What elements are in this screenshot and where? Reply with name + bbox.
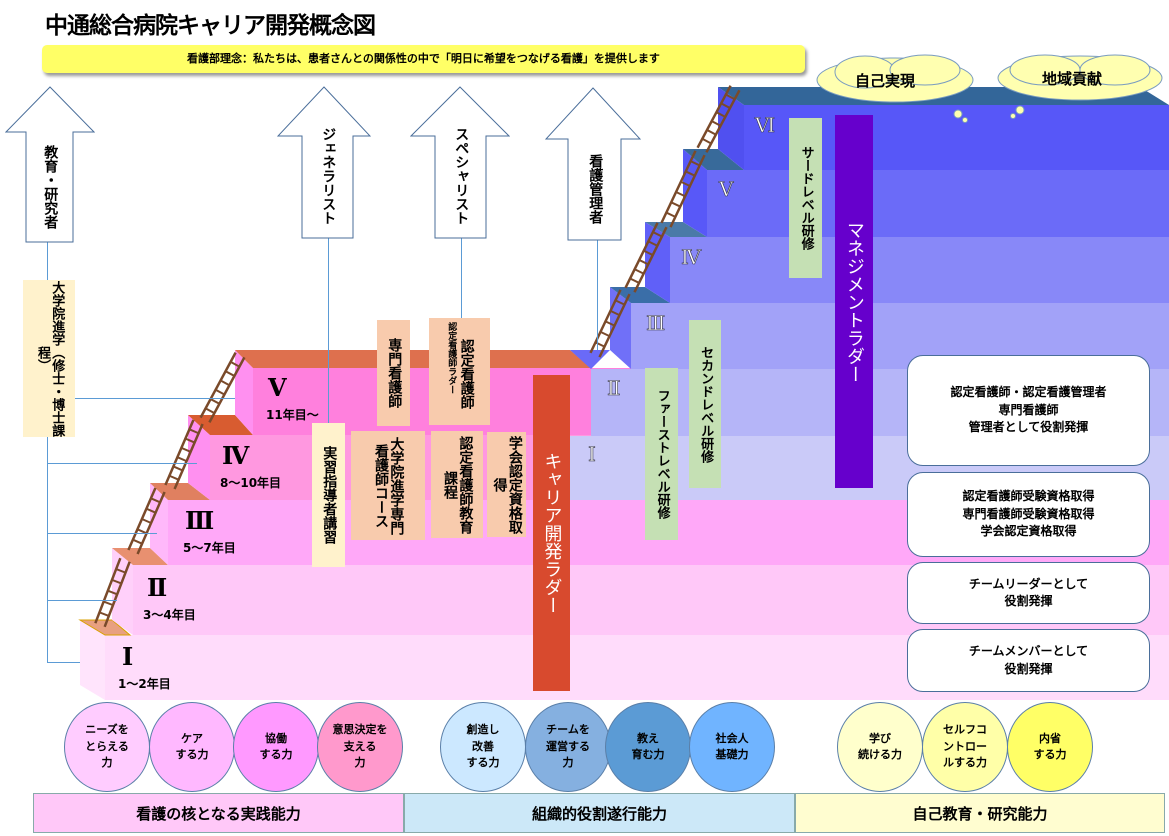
cn-label: 認定看護師: [458, 338, 475, 409]
goal-clouds: [816, 54, 1163, 123]
mgmt-level-roman: Ⅳ: [681, 245, 702, 270]
level-years: 5～7年目: [183, 541, 236, 555]
mgmt-level-roman: Ⅲ: [646, 311, 666, 336]
branch-line: [75, 398, 235, 399]
specialist-arrow: スペシャリスト: [410, 86, 510, 239]
role-box: 認定看護師受験資格取得 専門看護師受験資格取得 学会認定資格取得: [907, 472, 1150, 557]
cn-ladder-label: 認定看護師ラダー: [446, 322, 457, 394]
competency-oval: セルフコ ントロー ルする力: [922, 702, 1008, 792]
level-roman: Ⅲ: [185, 506, 215, 535]
educator-arrow: 教育・研究者: [5, 86, 95, 243]
educator-line: [47, 242, 48, 663]
up-arrow-icon: [5, 86, 95, 243]
level-years: 11年目～: [266, 408, 319, 422]
level-years: 8～10年目: [220, 476, 282, 490]
competency-oval: ケア する力: [149, 702, 235, 792]
grad-cns-course: 大学院進学専門看護師コース: [351, 431, 425, 540]
grad-school-box: 大学院進学（修士・博士課程）: [23, 280, 75, 437]
career-ladder-bar: キャリア開発ラダー: [533, 375, 570, 691]
branch-line: [47, 600, 117, 601]
level-roman: Ⅳ: [222, 441, 250, 470]
generalist-label: ジェネラリスト: [320, 127, 337, 225]
ladder-icon: [94, 557, 131, 628]
mgmt-level-roman: Ⅴ: [719, 177, 734, 202]
level-roman: Ⅴ: [268, 373, 287, 402]
band-mgmt-5: [707, 170, 1169, 237]
specialist-label: スペシャリスト: [453, 127, 470, 225]
generalist-arrow: ジェネラリスト: [277, 86, 371, 239]
ladder-icon: [127, 487, 166, 555]
up-arrow-icon: [277, 86, 371, 239]
manager-line: [597, 240, 598, 350]
generalist-line: [328, 238, 329, 424]
level-years: 3～4年目: [143, 608, 196, 622]
second-level-training: セカンドレベル研修: [689, 320, 721, 488]
management-ladder-bar: マネジメントラダー: [835, 115, 873, 488]
ladder-icon: [164, 419, 204, 490]
competency-category: 自己教育・研究能力: [795, 793, 1165, 833]
goal-community-contribution: 地域貢献: [1042, 70, 1103, 88]
competency-oval: 協働 する力: [233, 702, 319, 792]
competency-oval: 意思決定を 支える 力: [317, 702, 403, 792]
role-box: チームメンバーとして 役割発揮: [907, 629, 1150, 692]
cn-box: 認定看護師 認定看護師ラダー: [429, 318, 490, 425]
up-arrow-icon: [545, 87, 641, 241]
level-years: 1～2年目: [118, 677, 171, 691]
cn-course: 認定看護師教育課程: [431, 431, 483, 538]
up-arrow-icon: [410, 86, 510, 239]
branch-line: [47, 463, 197, 464]
cns-box: 専門看護師: [377, 320, 410, 426]
mgmt-level-roman: Ⅵ: [755, 113, 776, 138]
page-title: 中通総合病院キャリア開発概念図: [45, 13, 376, 39]
band-mgmt-4: [670, 237, 1169, 303]
competency-oval: ニーズを とらえる 力: [64, 702, 150, 792]
goal-self-realization: 自己実現: [855, 72, 916, 90]
competency-category: 看護の核となる実践能力: [33, 793, 404, 833]
competency-oval: 内省 する力: [1007, 702, 1093, 792]
ladder-icon: [589, 289, 631, 358]
branch-line: [47, 533, 157, 534]
society-cert: 学会認定資格取得: [487, 432, 526, 537]
preceptor-course: 実習指導者講習: [312, 423, 345, 567]
specialist-line: [461, 238, 462, 318]
competency-oval: 社会人 基礎力: [689, 702, 775, 792]
competency-oval: 学び 続ける力: [837, 702, 923, 792]
role-box: 認定看護師・認定看護管理者 専門看護師 管理者として役割発揮: [907, 355, 1150, 466]
ladder-icon: [696, 85, 741, 153]
ladder-icon: [624, 222, 668, 293]
competency-oval: チームを 運営する 力: [525, 702, 611, 792]
role-box: チームリーダーとして 役割発揮: [907, 562, 1150, 624]
competency-oval: 教え 育む力: [605, 702, 691, 792]
ladder-icon: [199, 352, 246, 423]
branch-line: [47, 662, 80, 663]
competency-oval: 創造し 改善 する力: [440, 702, 526, 792]
mgmt-level-roman: Ⅱ: [607, 376, 621, 401]
ladder-icon: [660, 150, 706, 228]
manager-arrow: 看護管理者: [545, 87, 641, 241]
educator-label: 教育・研究者: [42, 145, 59, 229]
third-level-training: サードレベル研修: [789, 118, 822, 278]
level-roman: Ⅱ: [147, 573, 168, 602]
level-roman: Ⅰ: [122, 642, 134, 671]
first-level-training: ファーストレベル研修: [645, 368, 678, 540]
mgmt-level-roman: Ⅰ: [588, 442, 596, 467]
manager-label: 看護管理者: [587, 154, 604, 224]
philosophy-banner: 看護部理念：私たちは、患者さんとの関係性の中で「明日に希望をつなげる看護」を提供…: [42, 45, 805, 73]
competency-category: 組織的役割遂行能力: [404, 793, 795, 833]
